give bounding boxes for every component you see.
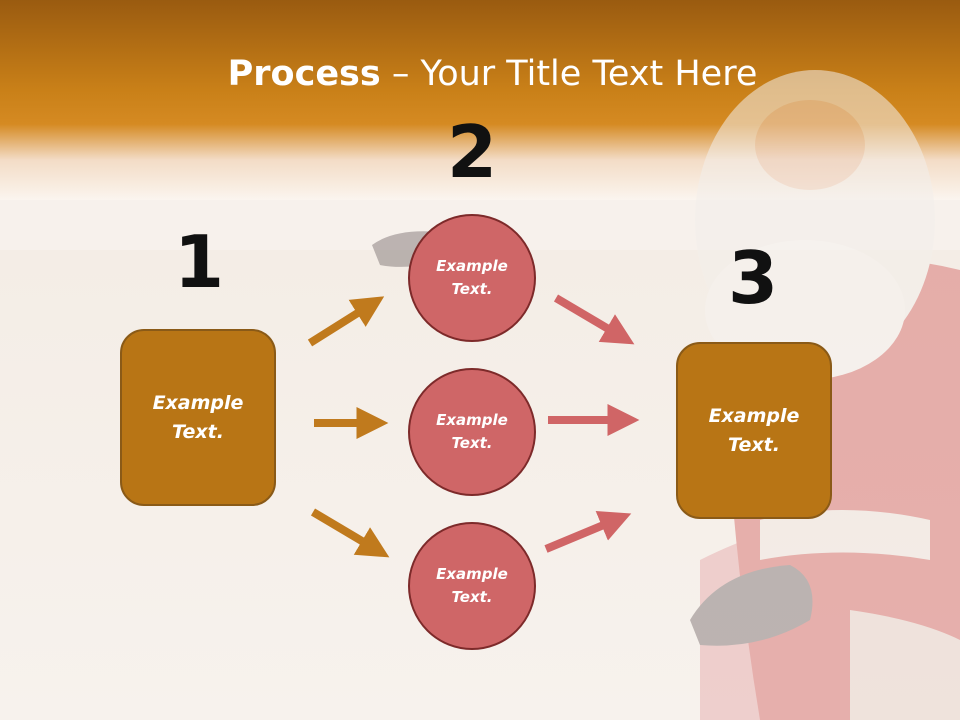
arrow-bottom-to-right: [544, 511, 632, 553]
circle-top-label: Example Text.: [436, 257, 508, 298]
arrow-top-to-right: [553, 294, 635, 345]
right-step-box: Example Text.: [676, 342, 832, 519]
title-rest: – Your Title Text Here: [380, 54, 758, 94]
circle-top: Example Text.: [408, 214, 536, 342]
step-number-2: 2: [446, 110, 498, 194]
circle-middle: Example Text.: [408, 368, 536, 496]
right-step-label: Example Text.: [708, 404, 800, 456]
step-number-1: 1: [173, 220, 225, 304]
circle-middle-label: Example Text.: [436, 411, 508, 452]
circle-bottom-label: Example Text.: [436, 565, 508, 606]
left-step-box: Example Text.: [120, 329, 276, 506]
circle-bottom: Example Text.: [408, 522, 536, 650]
slide-title: Process – Your Title Text Here: [0, 52, 960, 96]
step-number-3: 3: [727, 236, 779, 320]
left-step-label: Example Text.: [152, 391, 244, 443]
arrow-left-to-top: [307, 296, 385, 347]
arrow-left-to-bottom: [310, 508, 390, 558]
title-bold: Process: [227, 54, 381, 94]
